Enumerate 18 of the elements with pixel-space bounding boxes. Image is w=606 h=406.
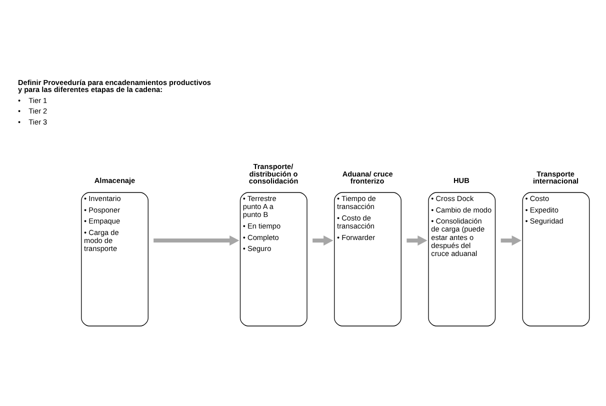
arrow: [312, 234, 334, 246]
node-box: • Cross Dock • Cambio de modo • Consolidación de carga (puede estar antes o después del cruce aduanal: [428, 192, 496, 326]
arrow: [406, 234, 428, 246]
arrow: [154, 234, 240, 246]
node-label: Aduana/ cruce fronterizo: [342, 168, 393, 186]
node-label: Almacenaje: [94, 176, 136, 185]
node-box: • Inventario • Posponer • Empaque • Carga de modo de transporte: [81, 192, 148, 326]
node-label: Transporte internacional: [532, 168, 579, 186]
arrow: [500, 234, 522, 246]
node-box: • Costo • Expedito • Seguridad: [522, 192, 590, 326]
label: • Tier 3: [18, 116, 48, 126]
label: Definir Proveeduría para encadenamientos productivos y para las diferentes etapas de la cadena:: [18, 77, 211, 94]
node-box: • Terrestre punto A a punto B • En tiempo • Completo • Seguro: [240, 192, 308, 326]
node-label: Transporte/ distribución o consolidación: [248, 161, 298, 186]
label: • Tier 1: [18, 95, 48, 104]
node-label: HUB: [454, 176, 470, 185]
label: • Tier 2: [18, 106, 48, 116]
node-box: • Tiempo de transacción • Costo de transacción • Forwarder: [334, 192, 402, 326]
